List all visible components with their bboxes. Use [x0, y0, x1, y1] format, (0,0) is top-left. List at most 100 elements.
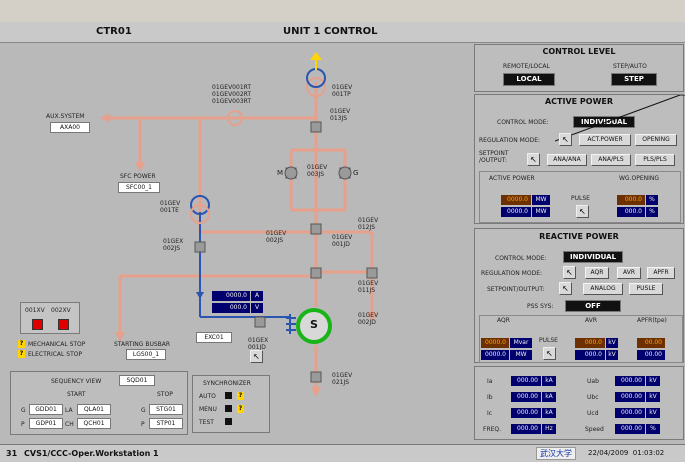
- rp-regulation-mode-label: REGULATION MODE:: [481, 270, 543, 277]
- meas-uab-unit: kV: [646, 376, 660, 386]
- meas-ib-label: Ib: [487, 394, 493, 401]
- ap-regulation-mode-label: REGULATION MODE:: [479, 137, 541, 144]
- rp-aqr-setpoint-unit: Mvar: [510, 338, 532, 348]
- rp-apfr-button[interactable]: APFR: [647, 267, 675, 279]
- workstation-number: 31: [6, 449, 18, 458]
- start-la-button[interactable]: QLA01: [77, 404, 111, 415]
- remote-local-value[interactable]: LOCAL: [503, 73, 555, 86]
- ap-pulse-button[interactable]: ↖: [576, 205, 589, 218]
- mechanical-stop-label: MECHANICAL STOP: [28, 341, 86, 348]
- meas-freq-unit: Hz: [542, 424, 556, 434]
- rp-pss-label: PSS SYS:: [527, 303, 554, 310]
- meas-ib-value: 000.00: [511, 392, 541, 402]
- start-g-label: G: [21, 407, 26, 414]
- rp-avr-button[interactable]: AVR: [617, 267, 641, 279]
- exciter-tag[interactable]: EXC01: [196, 332, 232, 343]
- rp-aqr-actual-unit: MW: [510, 350, 532, 360]
- rp-pulse-button[interactable]: ↖: [543, 347, 556, 360]
- meas-ia-label: Ia: [487, 378, 493, 385]
- step-auto-label: STEP/AUTO: [613, 63, 647, 70]
- meas-ucd-value: 000.00: [615, 408, 645, 418]
- ap-regulation-select[interactable]: ↖: [559, 133, 572, 146]
- meas-ubc-value: 000.00: [615, 392, 645, 402]
- meas-ubc-unit: kV: [646, 392, 660, 402]
- ap-setpoint-label: SETPOINT /OUTPUT:: [479, 150, 509, 164]
- date-time: 22/04/2009 01:03:02: [588, 449, 665, 457]
- electrical-stop-icon: ?: [18, 350, 25, 358]
- sync-menu-help-icon[interactable]: ?: [237, 405, 244, 413]
- step-auto-value[interactable]: STEP: [611, 73, 657, 86]
- starting-busbar-tag[interactable]: LGS00_1: [126, 349, 166, 360]
- meas-ib-unit: kA: [542, 392, 556, 402]
- switch-012js-label: 01GEV 012JS: [358, 217, 379, 231]
- start-p-button[interactable]: GDP01: [29, 418, 63, 429]
- ap-act-power-button[interactable]: ACT.POWER: [579, 134, 631, 146]
- sequency-view-label: SEQUENCY VIEW: [51, 378, 102, 385]
- ap-setpoint-select[interactable]: ↖: [527, 153, 540, 166]
- sync-auto-indicator[interactable]: [225, 392, 232, 399]
- breaker-002xv-indicator[interactable]: [58, 319, 69, 330]
- sfc-power-label: SFC POWER: [120, 173, 156, 180]
- sfc-power-tag[interactable]: SFC00_1: [118, 182, 160, 193]
- generator-label: S: [310, 318, 318, 331]
- start-p-label: P: [21, 421, 25, 428]
- mechanical-stop-icon: ?: [18, 340, 25, 348]
- motor-label: M: [277, 169, 284, 177]
- switch-011js-label: 01GEV 011JS: [358, 280, 379, 294]
- ap-ana-ana-button[interactable]: ANA/ANA: [547, 154, 587, 166]
- meas-ubc-label: Ubc: [587, 394, 599, 401]
- ap-wg-setpoint-value: 000.0: [617, 195, 645, 205]
- rp-pusle-button[interactable]: PUSLE: [629, 283, 663, 295]
- stop-g-button[interactable]: STG01: [149, 404, 183, 415]
- excitation-current-unit: A: [251, 291, 263, 301]
- rp-setpoint-select[interactable]: ↖: [559, 282, 572, 295]
- breaker-001xv-indicator[interactable]: [32, 319, 43, 330]
- aux-system-tag[interactable]: AXA00: [50, 122, 90, 133]
- switch-021js-label: 01GEV 021JS: [332, 372, 353, 386]
- start-la-label: LA: [65, 407, 73, 414]
- workstation-name: CVS1/CCC-Oper.Workstation 1: [24, 449, 159, 458]
- rp-control-mode-value[interactable]: INDIVIDUAL: [563, 251, 623, 263]
- stop-p-button[interactable]: STP01: [149, 418, 183, 429]
- exciter-select-button[interactable]: ↖: [250, 350, 263, 363]
- meas-uab-label: Uab: [587, 378, 599, 385]
- reactive-power-panel: REACTIVE POWER CONTROL MODE: INDIVIDUAL …: [474, 228, 684, 363]
- sync-test-indicator[interactable]: [225, 418, 232, 425]
- synchronizer-title: SYNCHRONIZER: [203, 380, 251, 387]
- meas-freq-label: FREQ.: [483, 426, 502, 433]
- rp-avr-actual-unit: kV: [606, 350, 618, 360]
- meas-ucd-unit: kV: [646, 408, 660, 418]
- electrical-stop-label: ELECTRICAL STOP: [28, 351, 83, 358]
- rp-pulse-label: PULSE: [539, 337, 558, 344]
- start-g-button[interactable]: GDD01: [29, 404, 63, 415]
- rp-avr-label: AVR: [585, 317, 597, 324]
- ap-opening-button[interactable]: OPENING: [635, 134, 677, 146]
- ap-ana-pls-button[interactable]: ANA/PLS: [591, 154, 631, 166]
- meas-speed-unit: %: [646, 424, 660, 434]
- rp-apfr-actual-value: 00.00: [637, 350, 665, 360]
- ap-readout-frame: [479, 171, 681, 223]
- sync-menu-indicator[interactable]: [225, 405, 232, 412]
- meas-ic-value: 000.00: [511, 408, 541, 418]
- page-title: UNIT 1 CONTROL: [283, 26, 378, 37]
- sync-auto-help-icon[interactable]: ?: [237, 392, 244, 400]
- rp-analog-button[interactable]: ANALOG: [583, 283, 623, 295]
- excitation-voltage-unit: V: [251, 303, 263, 313]
- ap-control-mode-value[interactable]: INDIVIDUAL: [573, 116, 635, 128]
- breaker-status-box: 001XV 002XV: [20, 302, 80, 334]
- rp-regulation-select[interactable]: ↖: [563, 266, 576, 279]
- rp-aqr-button[interactable]: AQR: [585, 267, 609, 279]
- main-transformer-label: 01GEV 001TP: [332, 84, 353, 98]
- ap-pls-pls-button[interactable]: PLS/PLS: [635, 154, 675, 166]
- rp-readout-frame: [479, 315, 683, 363]
- start-ch-button[interactable]: QCH01: [77, 418, 111, 429]
- aux-system-label: AUX.SYSTEM: [46, 113, 85, 120]
- rp-pss-value[interactable]: OFF: [565, 300, 621, 312]
- transformer-rt2-label: 01GEV002RT: [212, 91, 252, 98]
- start-label: START: [67, 391, 86, 398]
- sequency-view-select[interactable]: SQD01: [119, 375, 155, 386]
- synchronizer-panel: SYNCHRONIZER AUTO ? MENU ? TEST: [192, 375, 270, 433]
- window-top-strip: [0, 0, 685, 23]
- switch-gex002js-label: 01GEX 002JS: [163, 238, 184, 252]
- switch-002jd-label: 01GEV 002JD: [358, 312, 379, 326]
